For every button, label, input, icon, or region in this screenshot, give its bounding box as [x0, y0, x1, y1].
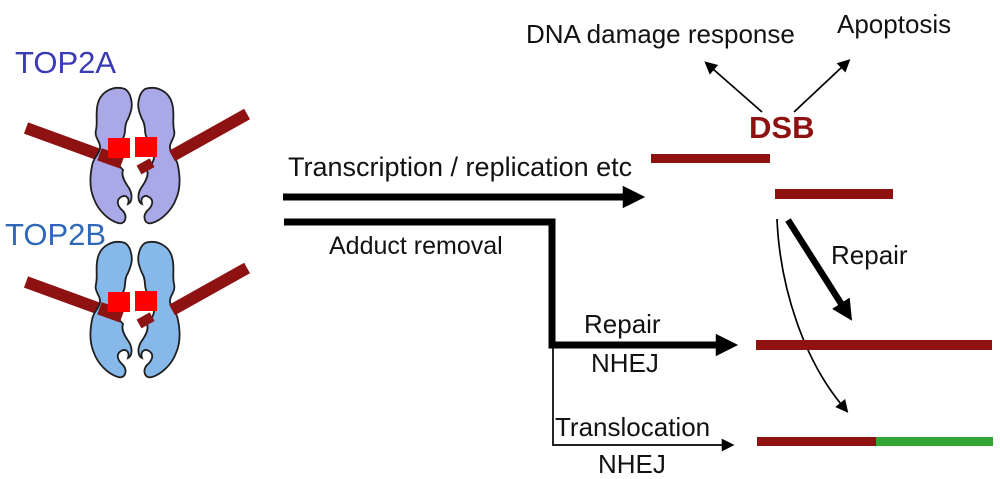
dsb-to-dna-damage-response-arrow [704, 61, 763, 113]
top2a-label: TOP2A [15, 45, 117, 80]
dsb-broken-end-right-bar [775, 189, 893, 199]
adduct-removal-label: Adduct removal [329, 232, 503, 260]
repair-nhej-label-line2: NHEJ [591, 348, 659, 378]
top2b-cleavage-complex [24, 242, 250, 377]
dsb-label: DSB [749, 110, 815, 145]
dna-damage-response-label: DNA damage response [526, 19, 795, 49]
apoptosis-label: Apoptosis [837, 9, 952, 39]
repaired-dna-bar [756, 340, 992, 350]
transcription-replication-label: Transcription / replication etc [288, 152, 633, 182]
translocation-nhej-label-line1: Translocation [555, 412, 711, 442]
top2a-cleavage-complex [24, 88, 250, 223]
dsb-to-apoptosis-arrow [793, 59, 851, 113]
top2b-label: TOP2B [5, 217, 107, 252]
translocation-nhej-label-line2: NHEJ [598, 449, 666, 479]
translocated-dna-green-segment [876, 437, 993, 446]
dsb-broken-end-left-bar [651, 154, 770, 163]
repair-arrow [785, 218, 853, 321]
adduct-removal-repair-nhej-arrow [284, 218, 739, 357]
translocation-curved-arrow [776, 218, 849, 413]
translocation-nhej-arrow [552, 348, 735, 452]
repair-nhej-label-line1: Repair [584, 309, 661, 339]
repair-label: Repair [831, 240, 908, 270]
translocated-dna-red-segment [757, 437, 876, 446]
